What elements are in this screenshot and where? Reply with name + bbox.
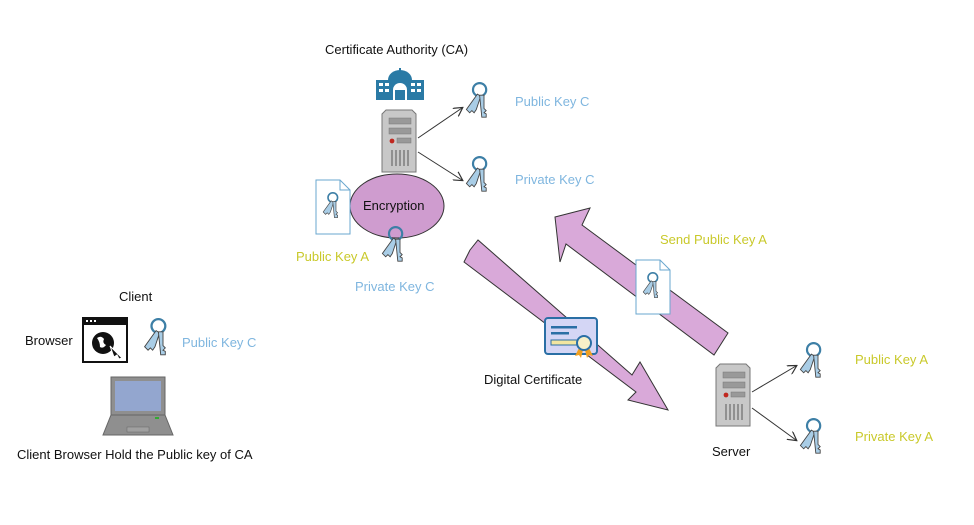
ca-public-key-label: Public Key C <box>515 94 590 109</box>
encryption-label: Encryption <box>363 198 425 213</box>
ca-arrow-public <box>417 108 462 139</box>
ca-private-key-icon <box>465 156 488 193</box>
public-key-a-document-icon <box>315 179 351 235</box>
server-public-key-label: Public Key A <box>855 352 928 367</box>
ca-private-key-label: Private Key C <box>515 172 595 187</box>
digital-certificate-icon <box>544 317 598 358</box>
laptop-icon <box>102 376 174 436</box>
server-arrow-public <box>751 366 796 393</box>
server-arrow-private <box>751 407 796 440</box>
server-public-key-icon <box>799 342 822 379</box>
encryption-public-key-a-label: Public Key A <box>296 249 369 264</box>
ca-server-icon <box>381 109 417 173</box>
send-public-key-label: Send Public Key A <box>660 232 767 247</box>
client-public-key-label: Public Key C <box>182 335 257 350</box>
server-icon <box>715 363 751 427</box>
digital-certificate-label: Digital Certificate <box>484 372 583 387</box>
browser-label: Browser <box>25 333 73 348</box>
server-label: Server <box>712 444 751 459</box>
ca-title: Certificate Authority (CA) <box>325 42 469 57</box>
ca-building-icon <box>376 68 424 100</box>
server-private-key-icon <box>799 418 822 455</box>
client-title: Client <box>119 289 153 304</box>
client-caption: Client Browser Hold the Public key of CA <box>17 447 253 462</box>
server-private-key-label: Private Key A <box>855 429 934 444</box>
ca-arrow-private <box>417 151 462 180</box>
send-key-document-icon <box>635 259 671 315</box>
browser-icon <box>82 317 128 363</box>
encryption-private-key-c-label: Private Key C <box>355 279 435 294</box>
ca-public-key-icon <box>465 81 488 119</box>
client-public-key-icon <box>143 317 167 356</box>
